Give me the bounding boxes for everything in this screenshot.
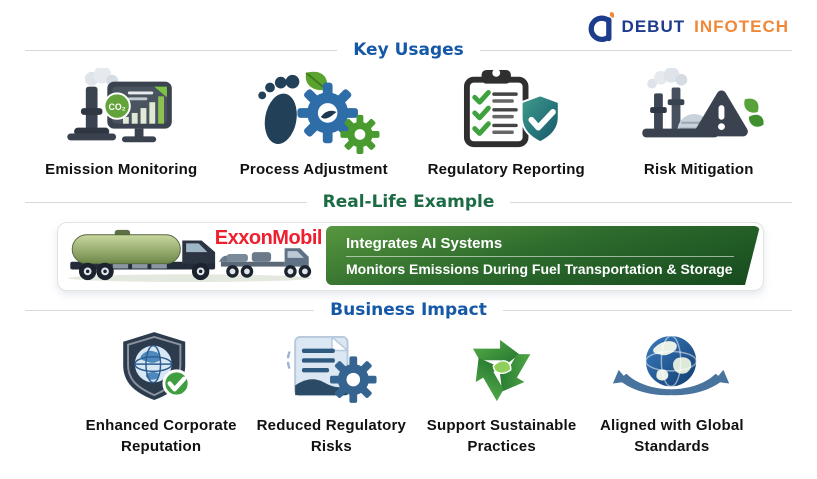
divider-line — [25, 49, 338, 51]
business-impact-title: Business Impact — [330, 300, 487, 320]
impact-item-reduced-risks: Reduced Regulatory Risks — [246, 324, 416, 457]
impact-label: Enhanced Corporate Reputation — [85, 417, 237, 455]
usage-item-regulatory-reporting: Regulatory Reporting — [410, 62, 603, 178]
divider-line — [25, 309, 315, 311]
process-adjustment-icon — [245, 62, 383, 154]
key-usages-header: Key Usages — [25, 40, 792, 60]
impact-label: Aligned with Global Standards — [599, 417, 744, 455]
impact-label: Reduced Regulatory Risks — [256, 417, 407, 455]
real-life-example-header: Real-Life Example — [25, 192, 792, 212]
key-usages-row: CO₂ Emission Monitoring — [25, 62, 795, 178]
banner-subline: Monitors Emissions During Fuel Transport… — [346, 260, 733, 277]
divider-line — [502, 309, 792, 311]
example-banner: Integrates AI Systems Monitors Emissions… — [326, 226, 760, 285]
brand-name-secondary: INFOTECH — [694, 17, 789, 36]
usage-label: Emission Monitoring — [45, 161, 198, 178]
brand-name-primary: DEBUT — [621, 17, 686, 36]
real-life-example-card: ExxonMobil Integrates AI Systems Monitor… — [57, 222, 764, 291]
divider-line — [479, 49, 792, 51]
reduced-regulatory-risks-icon — [268, 324, 394, 406]
real-life-example-title: Real-Life Example — [322, 192, 495, 212]
truck-illustration-area: ExxonMobil — [58, 223, 326, 290]
divider-line — [510, 201, 792, 203]
divider-line — [25, 201, 307, 203]
impact-label: Support Sustainable Practices — [426, 417, 577, 455]
impact-item-sustainable-practices: Support Sustainable Practices — [417, 324, 587, 457]
business-impact-header: Business Impact — [25, 300, 792, 320]
global-standards-icon — [609, 324, 735, 406]
usage-label: Risk Mitigation — [643, 161, 754, 178]
usage-item-process-adjustment: Process Adjustment — [218, 62, 411, 178]
key-usages-title: Key Usages — [353, 40, 464, 60]
impact-item-corporate-reputation: Enhanced Corporate Reputation — [76, 324, 246, 457]
regulatory-reporting-icon — [437, 62, 575, 154]
exxonmobil-logo: ExxonMobil — [214, 227, 323, 249]
business-impact-row: Enhanced Corporate Reputation — [76, 324, 757, 457]
usage-label: Process Adjustment — [239, 161, 388, 178]
usage-item-emission-monitoring: CO₂ Emission Monitoring — [25, 62, 218, 178]
risk-mitigation-icon — [630, 62, 768, 154]
corporate-reputation-icon — [98, 324, 224, 406]
debut-infotech-logo-icon — [585, 11, 615, 43]
sustainable-practices-icon — [439, 324, 565, 406]
banner-headline: Integrates AI Systems — [346, 234, 503, 252]
svg-text:CO₂: CO₂ — [109, 102, 126, 112]
usage-label: Regulatory Reporting — [427, 161, 585, 178]
banner-divider — [346, 256, 734, 257]
fuel-tanker-truck-icon — [64, 227, 316, 288]
emission-monitoring-icon: CO₂ — [52, 62, 190, 154]
usage-item-risk-mitigation: Risk Mitigation — [603, 62, 796, 178]
impact-item-global-standards: Aligned with Global Standards — [587, 324, 757, 457]
brand-logo: DEBUT INFOTECH — [585, 11, 789, 43]
